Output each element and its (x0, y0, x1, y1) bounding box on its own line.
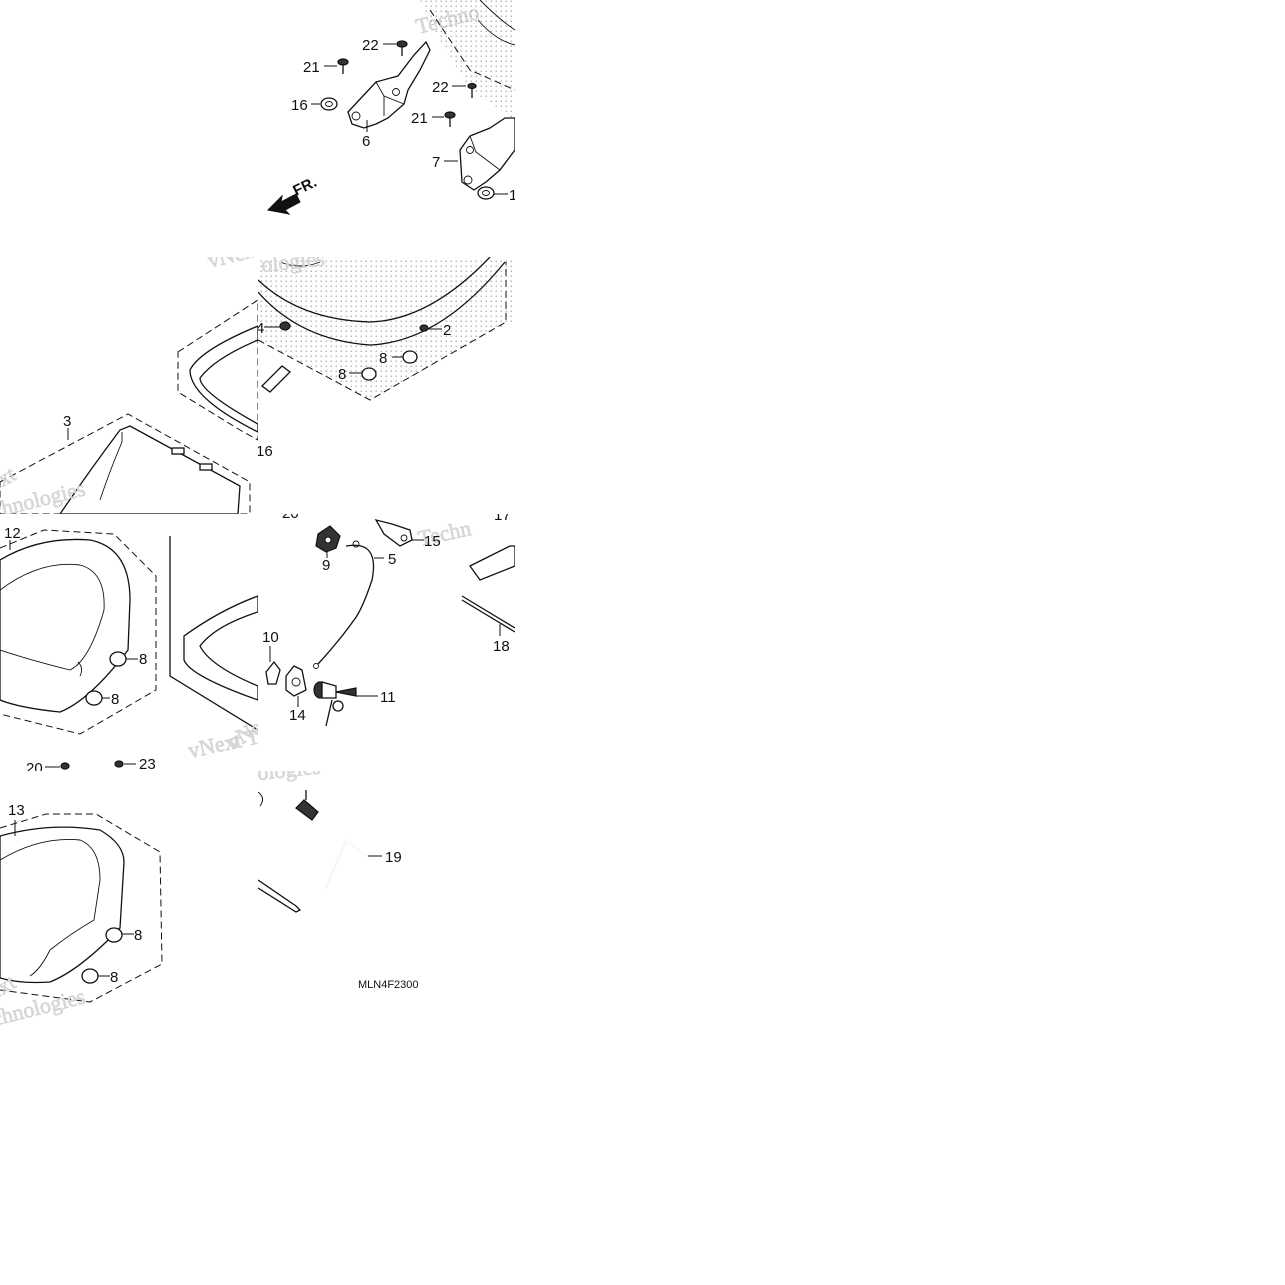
hex-wrench-19 (325, 838, 367, 889)
callout-12: 12 (4, 525, 21, 542)
callout-4: 4 (256, 320, 264, 337)
callout-22-top: 22 (362, 37, 379, 54)
callout-22-lower: 22 (432, 79, 449, 96)
callout-8-a: 8 (379, 350, 387, 367)
bolt-21-lower (444, 111, 456, 127)
callout-8-c: 8 (139, 651, 147, 668)
callout-8-e: 8 (134, 927, 142, 944)
hinge-6 (347, 40, 431, 129)
clip-23 (114, 760, 124, 768)
hinge-tile: Techno (258, 0, 517, 257)
bolt-22-lower (467, 82, 477, 98)
callout-6: 6 (362, 133, 370, 150)
callout-16-top: 16 (291, 97, 308, 114)
callout-15: 15 (424, 533, 441, 550)
washer-1 (477, 186, 495, 200)
callout-17-upper: 17 (494, 507, 511, 524)
watermark-text: ologies (260, 245, 326, 277)
callout-8-d: 8 (111, 691, 119, 708)
washer-16-top (320, 97, 338, 111)
callout-16-mid: 16 (256, 443, 273, 460)
hinge-7 (459, 117, 515, 191)
callout-7: 7 (432, 154, 440, 171)
bolt-20 (60, 762, 70, 770)
cushion-8-e (105, 927, 123, 943)
seat-13-tile: 13 8 8 ext chnologies (0, 771, 258, 1028)
callout-21-lower: 21 (411, 110, 428, 127)
callout-9: 9 (322, 557, 330, 574)
callout-19: 19 (385, 849, 402, 866)
tools-tile: ologies 19 17 MLN4F2300 (258, 771, 515, 1028)
latch-9 (315, 525, 341, 553)
cushion-8-d (85, 690, 103, 706)
seat-base-tile: ologies 4 2 8 8 16 (256, 245, 515, 514)
callout-20-lower: 20 (26, 760, 43, 777)
cushion-8-f (81, 968, 99, 984)
callout-23: 23 (139, 756, 156, 773)
callout-18: 18 (493, 638, 510, 655)
diagram-code: MLN4F2300 (358, 979, 419, 991)
callout-13: 13 (8, 802, 25, 819)
callout-10: 10 (262, 629, 279, 646)
callout-21-top: 21 (303, 59, 320, 76)
callout-2: 2 (443, 322, 451, 339)
callout-20-upper: 20 (282, 505, 299, 522)
callout-8-b: 8 (338, 366, 346, 383)
bolt-22-top (396, 40, 408, 56)
lock-cylinder-11 (313, 681, 357, 727)
seat-3-tile: vNext Tec vNext 3 ext chnologies (0, 257, 258, 514)
cushion-8-a (402, 350, 418, 364)
callout-1: 1 (509, 187, 517, 204)
bolt-21-top (337, 58, 349, 74)
callout-3: 3 (63, 413, 71, 430)
cushion-8-c (109, 651, 127, 667)
callout-5: 5 (388, 551, 396, 568)
lock-tile: Techn (258, 505, 515, 771)
seat-12-tile: 12 8 8 20 23 vNext Tec vNe (0, 514, 258, 777)
callout-11: 11 (380, 689, 396, 706)
cushion-8-b (361, 367, 377, 381)
callout-8-f: 8 (110, 969, 118, 986)
callout-14: 14 (289, 707, 306, 724)
